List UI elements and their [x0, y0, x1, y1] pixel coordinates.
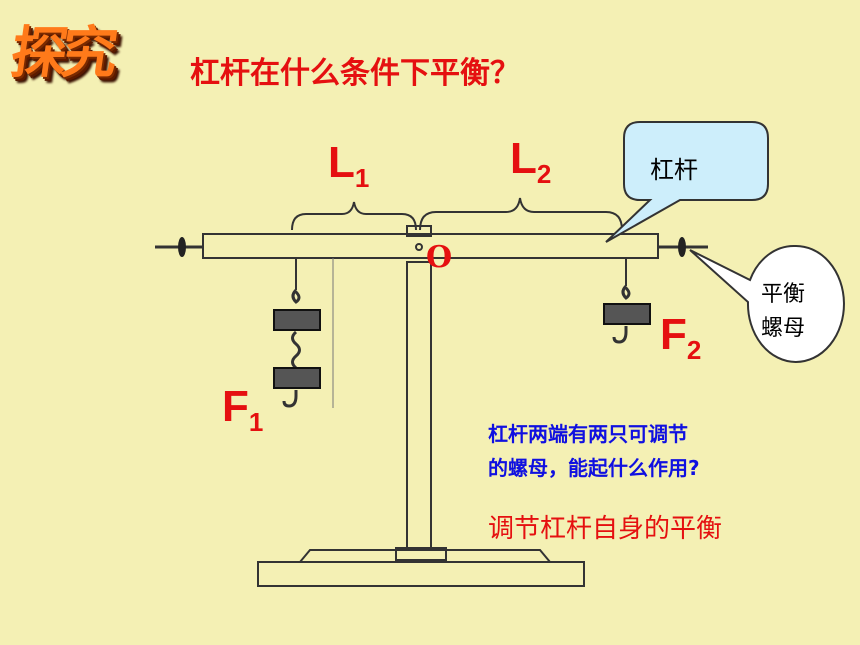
label-l1-letter: L	[328, 138, 355, 187]
label-f2: F2	[660, 310, 701, 366]
pivot-point	[415, 243, 423, 251]
explore-badge: 探究	[6, 21, 116, 86]
right-balance-nut	[678, 237, 686, 257]
left-weight-1	[273, 309, 321, 331]
label-l1: L1	[328, 138, 369, 194]
pivot-block	[406, 225, 432, 237]
stand-foot	[299, 549, 551, 563]
brace-l1	[291, 201, 417, 231]
label-l2-sub: 2	[536, 159, 552, 189]
label-f2-letter: F	[660, 310, 687, 359]
lever-callout-bubble	[605, 121, 769, 243]
label-f1-sub: 1	[248, 407, 264, 437]
nut-callout-line1: 平衡	[761, 282, 806, 307]
pivot-label: O	[426, 240, 453, 275]
nut-callout-line2: 螺母	[761, 316, 806, 341]
question-line2: 的螺母，能起什么作用?	[488, 456, 700, 480]
right-weight	[603, 303, 651, 325]
stand-base	[257, 561, 585, 587]
left-hook-2	[291, 330, 301, 370]
left-weight-2	[273, 367, 321, 389]
left-hook-1	[291, 288, 301, 304]
right-hook-2	[612, 326, 628, 344]
left-balance-nut	[178, 237, 186, 257]
label-f2-sub: 2	[686, 335, 702, 365]
brace-l2	[419, 197, 623, 231]
label-f1-letter: F	[222, 382, 249, 431]
stand-pillar	[406, 261, 432, 549]
label-f1: F1	[222, 382, 263, 438]
nut-callout-bubble	[689, 244, 845, 363]
label-l2-letter: L	[510, 134, 537, 183]
page-title: 杠杆在什么条件下平衡？	[190, 56, 520, 91]
left-hook-3	[282, 390, 298, 408]
lever-callout-text: 杠杆	[650, 156, 698, 184]
label-l1-sub: 1	[354, 163, 370, 193]
label-l2: L2	[510, 134, 551, 190]
answer-text: 调节杠杆自身的平衡	[488, 514, 723, 544]
right-hook-1	[621, 284, 631, 300]
question-line1: 杠杆两端有两只可调节	[488, 422, 688, 446]
